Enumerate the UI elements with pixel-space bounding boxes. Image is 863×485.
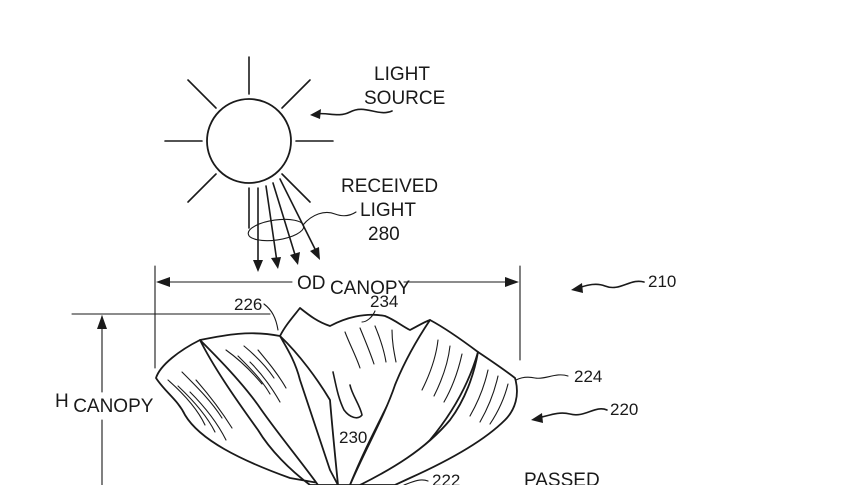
received-light-rays (247, 178, 320, 272)
ref-224-label: 224 (574, 367, 602, 386)
h-canopy-prefix: H (55, 391, 69, 412)
od-canopy-label: OD CANOPY (297, 273, 411, 299)
h-canopy-label: H CANOPY (55, 391, 154, 417)
received-light-leader (302, 211, 357, 226)
ref-226-leader (263, 303, 279, 331)
od-canopy-subscript: CANOPY (330, 278, 411, 299)
light-source-label-line1: LIGHT (374, 64, 430, 85)
ref-226-label: 226 (234, 295, 262, 314)
canopy-body (155, 307, 518, 485)
passed-light-label: PASSED (524, 470, 600, 485)
light-source-label-line2: SOURCE (364, 88, 445, 109)
received-light-label-line1: RECEIVED (341, 176, 438, 197)
h-canopy-subscript: CANOPY (73, 396, 154, 417)
received-light-label-line2: LIGHT (360, 200, 416, 221)
sun-icon (164, 56, 334, 229)
ref-222-label: 222 (432, 471, 460, 485)
od-dimension (154, 265, 521, 369)
ref-210-leader (571, 280, 645, 293)
ref-234-label: 234 (370, 292, 398, 311)
h-dimension (71, 313, 271, 485)
light-source-leader (310, 108, 393, 119)
ref-224-leader (515, 374, 569, 381)
ref-220-leader (531, 408, 608, 423)
ref-220-label: 220 (610, 400, 638, 419)
od-canopy-prefix: OD (297, 273, 326, 294)
ref-222-leader (403, 479, 429, 485)
ref-234-leader (361, 310, 376, 323)
ref-210-label: 210 (648, 272, 676, 291)
received-light-ref: 280 (368, 224, 400, 245)
ref-230-label: 230 (339, 428, 367, 447)
